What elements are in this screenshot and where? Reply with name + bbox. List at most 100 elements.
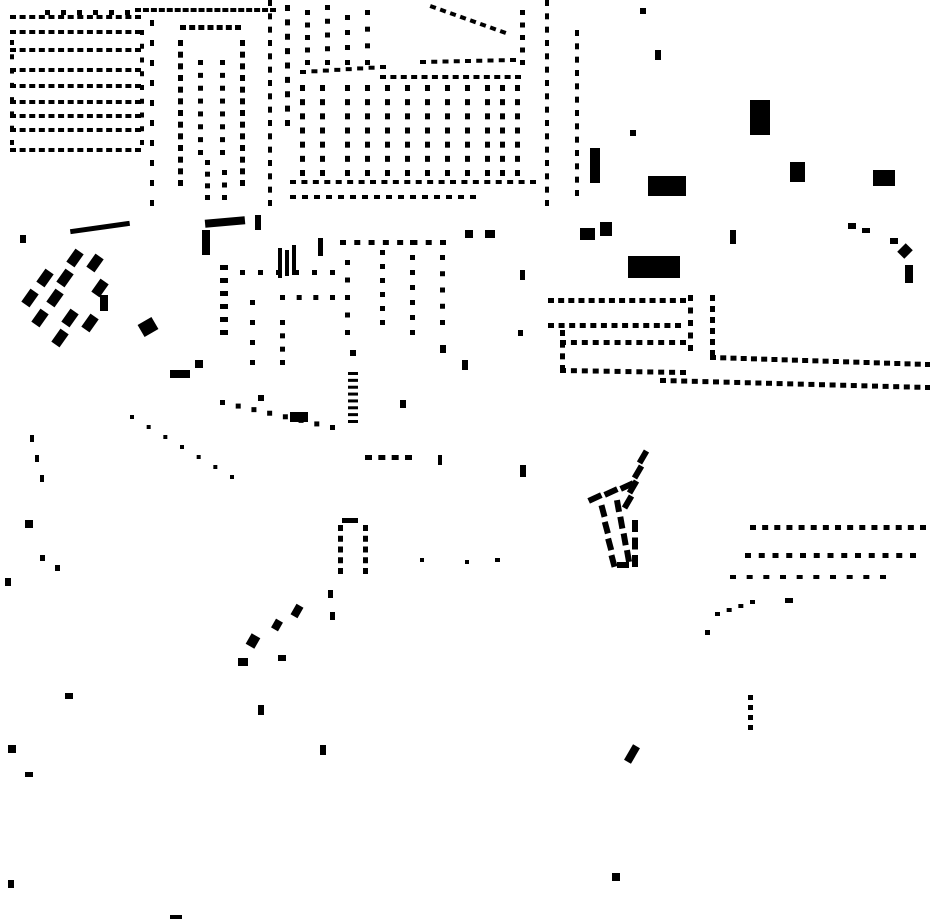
building [624, 744, 640, 764]
building [29, 128, 36, 132]
building [115, 48, 122, 52]
building [632, 537, 638, 550]
building [796, 575, 803, 579]
building [458, 195, 464, 199]
building [56, 268, 74, 288]
building [268, 26, 272, 33]
building [626, 479, 640, 495]
building [385, 99, 390, 106]
building [365, 141, 370, 148]
building [140, 43, 144, 49]
building [507, 180, 514, 184]
building [469, 18, 477, 25]
building [636, 340, 643, 345]
building [461, 180, 468, 184]
building [268, 80, 272, 86]
building [77, 114, 84, 118]
building [240, 133, 245, 140]
building [285, 91, 290, 98]
building [86, 253, 104, 273]
building [150, 100, 154, 106]
building [520, 60, 525, 65]
building [19, 30, 26, 34]
building [300, 113, 305, 120]
building [439, 7, 447, 14]
building [405, 170, 410, 176]
building [680, 298, 686, 303]
building [411, 75, 418, 79]
building [859, 525, 866, 530]
building [115, 68, 122, 72]
building [520, 270, 525, 280]
building [10, 15, 16, 19]
building [178, 40, 183, 46]
building [380, 320, 385, 325]
building [170, 370, 190, 378]
building [835, 525, 841, 530]
building [93, 10, 98, 15]
building [285, 250, 289, 276]
building [710, 339, 715, 345]
building [363, 568, 368, 574]
building [345, 113, 350, 120]
building [67, 68, 74, 72]
building [305, 22, 310, 28]
building [670, 378, 677, 384]
building [305, 35, 310, 40]
building [614, 499, 622, 513]
building [822, 525, 829, 530]
building [405, 127, 410, 134]
building [142, 8, 149, 12]
building [500, 155, 505, 162]
building [575, 123, 579, 130]
building [285, 5, 290, 11]
building [48, 148, 55, 152]
building [500, 113, 505, 120]
building [560, 341, 565, 348]
building [10, 54, 14, 60]
building [518, 180, 525, 184]
building [178, 180, 183, 186]
building [21, 288, 39, 308]
building [357, 66, 364, 71]
building [813, 575, 820, 579]
building [578, 298, 585, 303]
building [305, 47, 310, 53]
building [58, 84, 65, 88]
building [338, 568, 343, 574]
building [786, 525, 793, 530]
building [276, 270, 281, 275]
building [363, 535, 368, 542]
building [340, 240, 346, 245]
building [903, 384, 910, 390]
building [150, 80, 154, 86]
building [791, 357, 798, 363]
building [214, 8, 221, 12]
building [338, 546, 343, 553]
building [106, 100, 113, 104]
building [314, 421, 320, 427]
building [868, 553, 875, 558]
building [500, 141, 505, 148]
building [518, 330, 523, 336]
building [140, 98, 144, 104]
building [445, 99, 450, 106]
building [198, 124, 203, 130]
building [345, 60, 350, 65]
building [180, 445, 184, 449]
building [5, 578, 11, 586]
building [115, 148, 122, 152]
building [442, 75, 449, 79]
building [907, 525, 914, 530]
building [58, 100, 65, 104]
building [611, 323, 618, 328]
building [348, 378, 358, 382]
building [829, 382, 836, 388]
building [680, 370, 686, 375]
building [222, 8, 229, 12]
building [216, 25, 223, 30]
building [545, 160, 549, 166]
building [320, 127, 325, 134]
building [545, 120, 549, 126]
building [285, 48, 290, 55]
